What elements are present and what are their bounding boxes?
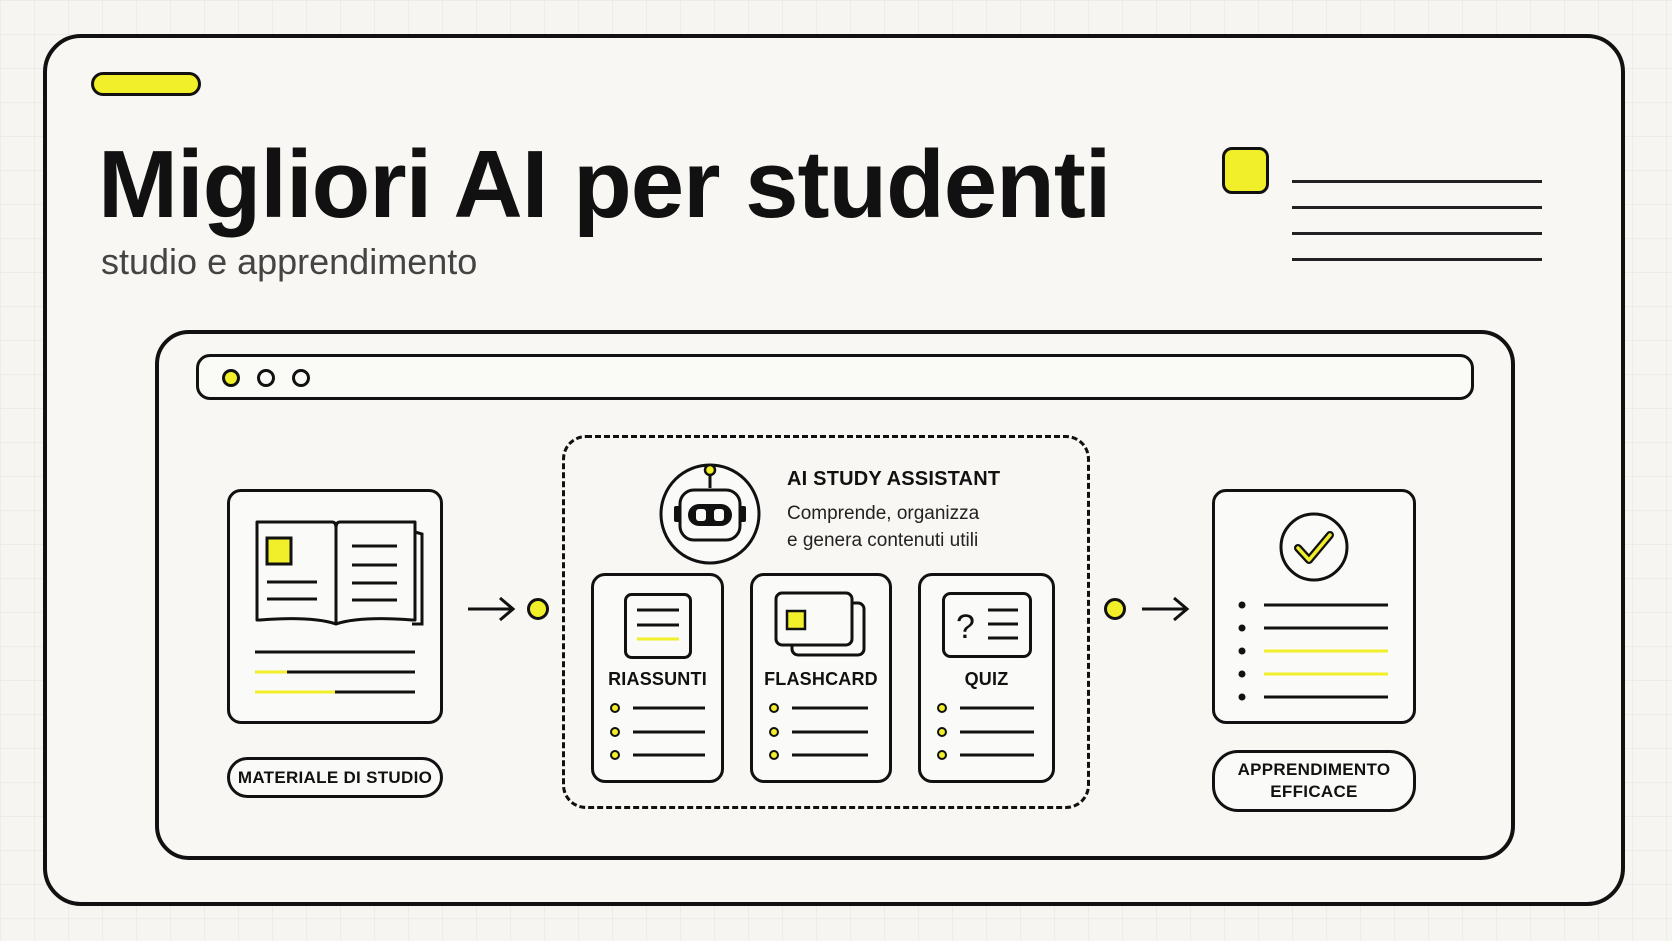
assistant-description: Comprende, organizza e genera contenuti …: [787, 500, 1027, 554]
tool-label-riassunti: RIASSUNTI: [608, 669, 707, 689]
decor-line: [1292, 180, 1542, 183]
checkmark-icon: [1279, 512, 1349, 582]
window-dot-icon: [292, 369, 310, 387]
page-subtitle: studio e apprendimento: [101, 241, 478, 282]
assistant-box: [562, 435, 1090, 809]
accent-square: [1222, 147, 1269, 194]
connector-dot: [1104, 598, 1126, 620]
diagram-panel: [155, 330, 1515, 860]
window-dot-icon: [222, 369, 240, 387]
bullet-list: [937, 703, 1034, 760]
bullet-list: [610, 703, 705, 760]
open-book-icon: [255, 520, 424, 626]
assistant-description-line: e genera contenuti utili: [787, 530, 979, 551]
bullet-list: [769, 703, 868, 760]
arrow-right-icon: [1142, 596, 1190, 622]
connector-dot: [527, 598, 549, 620]
assistant-title: AI STUDY ASSISTANT: [787, 468, 1001, 490]
window-dot-icon: [257, 369, 275, 387]
tool-label-quiz: QUIZ: [964, 669, 1009, 689]
robot-icon: [659, 463, 761, 565]
page-title: Migliori AI per studenti: [98, 131, 1111, 238]
flashcard-icon: [774, 591, 866, 657]
output-label: APPRENDIMENTO EFFICACE: [1212, 750, 1416, 812]
svg-text:?: ?: [956, 608, 975, 646]
quiz-icon: ?: [942, 592, 1032, 658]
output-label-line: APPRENDIMENTO: [1237, 760, 1391, 779]
decor-line: [1292, 258, 1542, 261]
decor-line: [1292, 206, 1542, 209]
tool-label-flashcard: FLASHCARD: [764, 669, 878, 689]
output-label-line: EFFICACE: [1270, 782, 1358, 801]
summary-icon: [624, 593, 692, 659]
decor-line: [1292, 232, 1542, 235]
checklist: [1238, 601, 1388, 701]
window-titlebar: [196, 354, 1474, 400]
accent-tag: [91, 72, 201, 96]
assistant-description-line: Comprende, organizza: [787, 503, 980, 524]
text-lines: [255, 650, 415, 694]
arrow-right-icon: [468, 596, 516, 622]
input-label: MATERIALE DI STUDIO: [227, 757, 443, 798]
